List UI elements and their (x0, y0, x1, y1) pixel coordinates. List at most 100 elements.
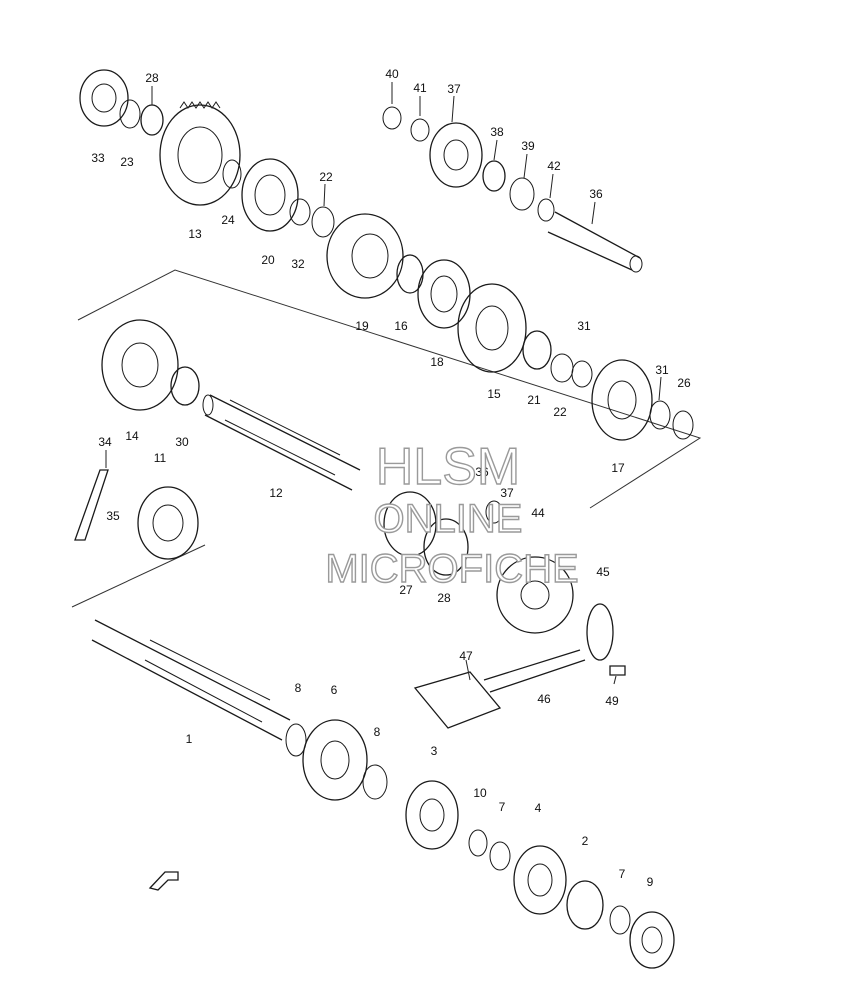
gear-17 (591, 359, 653, 441)
callout-46: 45 (596, 565, 610, 579)
circlip-32 (289, 198, 311, 226)
washer-22 (550, 353, 574, 383)
leader-lines (105, 82, 662, 685)
callout-14: 14 (125, 429, 139, 443)
circlip-44 (537, 198, 555, 222)
callout-10: 10 (473, 786, 487, 800)
plate-46 (586, 603, 614, 661)
shaft-38 (547, 211, 643, 273)
callout-12: 12 (269, 486, 283, 500)
callout-13: 13 (188, 227, 202, 241)
callout-8b: 8 (374, 725, 381, 739)
watermark: HLSM ONLINE MICROFICHE (325, 437, 580, 591)
bearing-33 (79, 69, 129, 127)
watermark-line3: MICROFICHE (325, 547, 578, 591)
callout-25: 24 (221, 213, 235, 227)
washer-8b (362, 764, 388, 800)
callout-16: 16 (394, 319, 408, 333)
callout-49: 49 (605, 694, 619, 708)
washer-26 (672, 410, 694, 440)
upper-group-outline (77, 269, 702, 509)
gear-39 (429, 122, 483, 188)
callout-47: 46 (537, 692, 551, 706)
washer-41 (509, 177, 535, 211)
mainshaft-1 (91, 619, 291, 741)
bearing-9 (629, 911, 675, 969)
callout-35: 35 (106, 509, 120, 523)
callout-1: 1 (186, 732, 193, 746)
spacer-36-37 (485, 500, 503, 524)
gear-19 (326, 213, 404, 299)
bearing-21 (522, 330, 552, 370)
gear-2 (566, 880, 604, 930)
callout-39: 37 (447, 82, 461, 96)
callout-20: 20 (261, 253, 275, 267)
washer-43 (410, 118, 430, 142)
washer-25 (222, 159, 242, 189)
callout-22: 22 (553, 405, 567, 419)
callout-23: 22 (319, 170, 333, 184)
callout-37: 37 (500, 486, 514, 500)
callout-21: 21 (527, 393, 541, 407)
callout-30: 30 (175, 435, 189, 449)
countershaft-12 (202, 394, 361, 491)
chain-joint-48 (413, 671, 502, 729)
bushing-30 (170, 366, 200, 406)
washer-24 (119, 99, 141, 129)
callout-43: 41 (413, 81, 427, 95)
bushing-40 (482, 160, 506, 192)
watermark-line2: ONLINE (374, 497, 523, 541)
washer-6 (489, 841, 511, 871)
gear-15 (457, 283, 527, 373)
gear-5 (302, 719, 368, 801)
circlip-8a (285, 723, 307, 757)
bushing-29 (140, 104, 164, 136)
gear-3 (405, 780, 459, 850)
washer-42 (382, 106, 402, 130)
washer-7 (609, 905, 631, 935)
callout-18: 18 (430, 355, 444, 369)
callout-5: 6 (331, 683, 338, 697)
callout-2: 2 (582, 834, 589, 848)
callout-19: 19 (355, 319, 369, 333)
lower-group-outline (71, 544, 206, 608)
needle-bearing-27 (383, 491, 437, 557)
callout-9: 9 (647, 875, 654, 889)
callout-41: 39 (521, 139, 535, 153)
callout-24: 23 (120, 155, 134, 169)
callout-34: 34 (98, 435, 112, 449)
seal-28 (423, 518, 469, 576)
callout-48: 47 (459, 649, 473, 663)
gear-18 (417, 259, 471, 329)
bolt-49 (609, 665, 626, 676)
circlip-10 (468, 829, 488, 857)
gear-14 (101, 319, 179, 411)
gear-4 (513, 845, 567, 915)
callout-8a: 8 (295, 681, 302, 695)
callout-17: 17 (611, 461, 625, 475)
callout-7: 7 (619, 867, 626, 881)
stopper-plate-34 (74, 469, 109, 541)
callout-31a: 31 (577, 319, 591, 333)
bearing-35 (137, 486, 199, 560)
gear-20 (241, 158, 299, 232)
callout-33: 33 (91, 151, 105, 165)
watermark-line1: HLSM (376, 438, 520, 496)
callout-44: 42 (547, 159, 561, 173)
circlip-31b (649, 400, 671, 430)
callout-15: 15 (487, 387, 501, 401)
callout-45: 44 (531, 506, 545, 520)
washer-23 (311, 206, 335, 238)
callout-42: 40 (385, 67, 399, 81)
callout-31b: 31 (655, 363, 669, 377)
gear-13 (159, 101, 241, 206)
callout-38: 36 (589, 187, 603, 201)
callout-labels: 40 41 37 38 39 42 36 28 33 23 13 24 20 2… (91, 67, 691, 889)
callout-11: 11 (154, 451, 167, 465)
circlip-31a (571, 360, 593, 388)
callout-36: 36 (475, 465, 489, 479)
sprocket-45 (496, 556, 574, 634)
callout-27: 27 (399, 583, 413, 597)
callout-32: 32 (291, 257, 305, 271)
